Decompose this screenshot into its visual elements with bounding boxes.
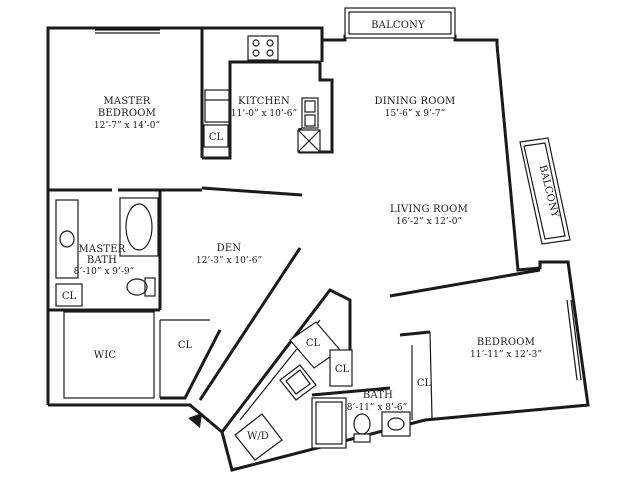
balcony-side — [519, 137, 571, 245]
master-bath-label-2: BATH — [87, 255, 117, 266]
dining-room-label: DINING ROOM — [375, 96, 456, 107]
bedroom-closet-label: CL — [417, 378, 432, 389]
master-bath-closet-box — [55, 283, 83, 307]
windows — [95, 29, 582, 381]
exterior-walls — [46, 26, 590, 472]
balcony-top — [344, 7, 456, 39]
master-bedroom-label-2: BEDROOM — [98, 108, 156, 119]
master-bath-label-1: MASTER — [78, 244, 125, 255]
den-label: DEN — [217, 243, 242, 254]
master-bath-sink — [55, 199, 79, 279]
master-bath-closet-label: CL — [62, 291, 77, 302]
bath-toilet — [353, 413, 371, 443]
bedroom-label: BEDROOM — [477, 337, 535, 348]
master-bath-dims: 8’-10” x 9’-9” — [74, 267, 134, 277]
bath-sink — [381, 411, 411, 437]
hall-closet-label: CL — [306, 338, 321, 349]
washer-dryer-box — [234, 413, 283, 461]
stove — [247, 35, 279, 61]
kitchen-sink — [301, 97, 319, 129]
hall-closet-box — [329, 349, 353, 387]
interior-walls — [48, 28, 541, 433]
den-dims: 12’-3” x 10’-6” — [196, 256, 262, 266]
master-bedroom-label-1: MASTER — [103, 96, 150, 107]
dining-room-dims: 15’-6” x 9’-7” — [385, 109, 445, 119]
dishwasher — [297, 129, 321, 153]
kitchen-label: KITCHEN — [238, 96, 290, 107]
water-heater — [279, 364, 317, 401]
den-closet-label: CL — [178, 340, 193, 351]
washer-dryer-label: W/D — [247, 431, 269, 442]
master-bath-toilet — [126, 277, 156, 297]
master-bedroom-dims: 12’-7” x 14’-0” — [94, 121, 160, 131]
hall-closet-label-2: CL — [335, 364, 350, 375]
wic-box — [63, 311, 155, 399]
kitchen-closet-box — [203, 124, 229, 148]
kitchen-closet-label: CL — [209, 132, 224, 143]
kitchen-dims: 11’-0” x 10’-6” — [231, 109, 297, 119]
bedroom-dims: 11’-11” x 12’-3” — [470, 350, 542, 360]
bath-tub — [311, 397, 347, 449]
entry-arrow-icon — [188, 413, 202, 428]
living-room-label: LIVING ROOM — [390, 204, 468, 215]
bath-label: BATH — [363, 390, 393, 401]
refrigerator — [204, 89, 230, 123]
bath-dims: 8’-11” x 8’-6” — [347, 403, 407, 413]
living-room-dims: 16’-2” x 12’-0” — [396, 217, 462, 227]
wic-label: WIC — [94, 350, 117, 361]
balcony-top-label: BALCONY — [371, 20, 425, 31]
bathtub — [119, 197, 159, 257]
